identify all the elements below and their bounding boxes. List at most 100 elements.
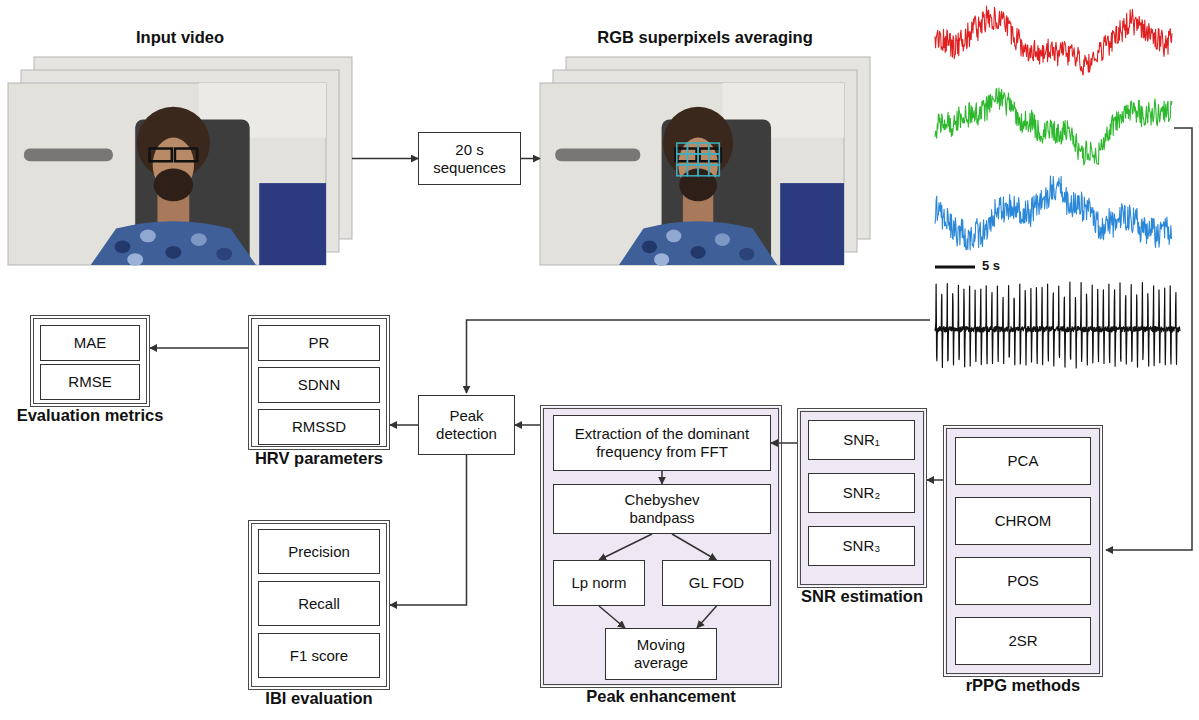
process-box: Lp norm [553, 560, 645, 606]
superpixel-cell [698, 154, 709, 165]
heading-label: rPPG methods [966, 676, 1081, 695]
flow-arrow [515, 424, 540, 426]
superpixel-cell [687, 165, 698, 176]
process-box: MAE [40, 325, 140, 361]
superpixel-cell [709, 165, 720, 176]
flow-arrow [390, 455, 467, 605]
glasses-lens [150, 149, 172, 162]
jacket [259, 183, 326, 265]
hair [663, 107, 733, 180]
process-box: Recall [258, 581, 380, 626]
flow-arrow [672, 534, 717, 560]
process-box: SDNN [258, 367, 380, 403]
red-channel-trace [935, 6, 1172, 75]
box-label: MAE [74, 334, 107, 352]
box-label: GL FOD [689, 574, 744, 592]
group-fill [799, 410, 925, 586]
process-box: Precision [258, 529, 380, 574]
flow-arrow [927, 479, 943, 481]
box-label: SNR₁ [843, 431, 880, 449]
process-box: RMSSD [258, 409, 380, 445]
box-label: 2SR [1008, 632, 1037, 650]
group-fill [250, 317, 388, 448]
group-fill [945, 427, 1101, 675]
green-channel-trace [935, 88, 1172, 165]
box-label: Precision [288, 543, 350, 561]
rppg-signal-trace [935, 282, 1180, 368]
process-box: Moving average [605, 628, 717, 680]
blue-channel-trace [935, 176, 1172, 250]
shirt-pattern [739, 248, 754, 261]
box-label: Lp norm [571, 574, 626, 592]
box-label: Chebyshev bandpass [612, 491, 712, 527]
shirt-pattern [140, 230, 156, 243]
glasses-lens [675, 149, 696, 162]
beard [154, 169, 193, 202]
box-label: POS [1007, 572, 1039, 590]
superpixel-cell [709, 143, 720, 154]
superpixel-cell [687, 154, 698, 165]
process-box: SNR₃ [808, 526, 915, 566]
box-label: Peak detection [432, 407, 502, 443]
flow-arrow [599, 606, 625, 628]
process-box: 20 s sequences [418, 132, 521, 185]
shirt-pattern [216, 248, 232, 261]
wall-background [8, 83, 326, 265]
video-frame: Input video [8, 57, 352, 265]
flow-arrow [599, 534, 652, 560]
group-panel: IBI evaluationPrecisionRecallF1 score [248, 520, 390, 690]
shirt [91, 221, 256, 265]
group-fill [32, 317, 148, 405]
glasses-lens [175, 149, 197, 162]
box-label: F1 score [290, 647, 348, 665]
group-panel: rPPG methodsPCACHROMPOS2SR [943, 425, 1103, 677]
superpixel-cell [677, 143, 688, 154]
heading-label: SNR estimation [801, 587, 923, 606]
glasses-lens [700, 149, 721, 162]
heading-label: IBI evaluation [265, 689, 372, 708]
flow-arrow [150, 347, 248, 349]
box-label: CHROM [995, 512, 1052, 530]
box-label: 20 s sequences [430, 141, 510, 177]
process-box: GL FOD [662, 560, 771, 606]
shirt-pattern [115, 240, 131, 253]
box-label: PCA [1008, 452, 1039, 470]
box-label: Recall [298, 595, 340, 613]
superpixel-cell [687, 143, 698, 154]
box-label: PR [309, 334, 330, 352]
group-panel: HRV parametersPRSDNNRMSSD [248, 315, 390, 450]
superpixel-cell [698, 165, 709, 176]
signal-arrow [467, 320, 931, 393]
process-box: SNR₂ [808, 473, 915, 513]
group-panel: Evaluation metricsMAERMSE [30, 315, 150, 407]
group-fill [250, 522, 388, 688]
superpixel-cell [709, 154, 720, 165]
group-fill [542, 407, 780, 686]
flow-arrow [521, 158, 540, 160]
process-box: Extraction of the dominant frequency fro… [553, 415, 771, 471]
shirt [619, 221, 777, 265]
flow-arrow [390, 424, 418, 426]
box-label: Extraction of the dominant frequency fro… [559, 425, 765, 461]
shirt-pattern [642, 240, 657, 253]
video-frame: RGB superpixels averaging [540, 57, 870, 265]
process-box: Peak detection [418, 395, 515, 455]
box-label: RMSSD [292, 418, 346, 436]
box-label: SDNN [298, 376, 341, 394]
process-box: POS [955, 557, 1091, 605]
process-box: PCA [955, 437, 1091, 485]
shirt-pattern [191, 233, 207, 246]
superpixel-cell [677, 165, 688, 176]
shirt-pattern [165, 246, 181, 259]
flow-arrow [661, 471, 663, 484]
shirt-pattern [690, 246, 705, 259]
shirt-pattern [715, 233, 730, 246]
box-label: RMSE [68, 373, 111, 391]
flow-arrow [697, 606, 717, 628]
process-box: SNR₁ [808, 420, 915, 460]
flow-arrow [771, 442, 797, 444]
box-label: SNR₃ [843, 537, 881, 555]
